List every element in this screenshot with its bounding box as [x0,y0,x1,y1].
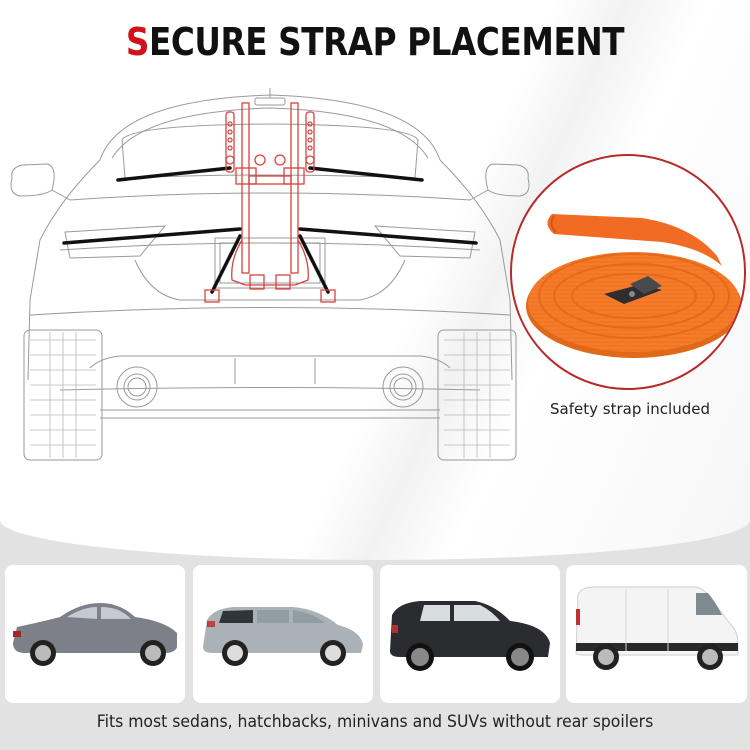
vehicle-card-van [566,565,747,703]
safety-strap-inset [510,154,746,390]
vehicle-card-hatchback [193,565,373,703]
title-text: ECURE STRAP PLACEMENT [148,20,625,64]
van-image [575,586,739,670]
title-accent-letter: S [125,20,150,64]
car-rear-illustration [10,88,530,461]
vehicle-card-sedan [5,565,185,703]
compatible-vehicles [5,565,747,703]
sedan-image [13,603,177,666]
inset-caption: Safety strap included [550,400,710,418]
orange-strap-image [526,214,742,358]
hatchback-image [203,607,363,666]
page-title: SECURE STRAP PLACEMENT [53,20,698,64]
compatibility-caption: Fits most sedans, hatchbacks, minivans a… [96,712,654,732]
vehicle-card-minivan [380,565,560,703]
minivan-image [390,601,550,671]
